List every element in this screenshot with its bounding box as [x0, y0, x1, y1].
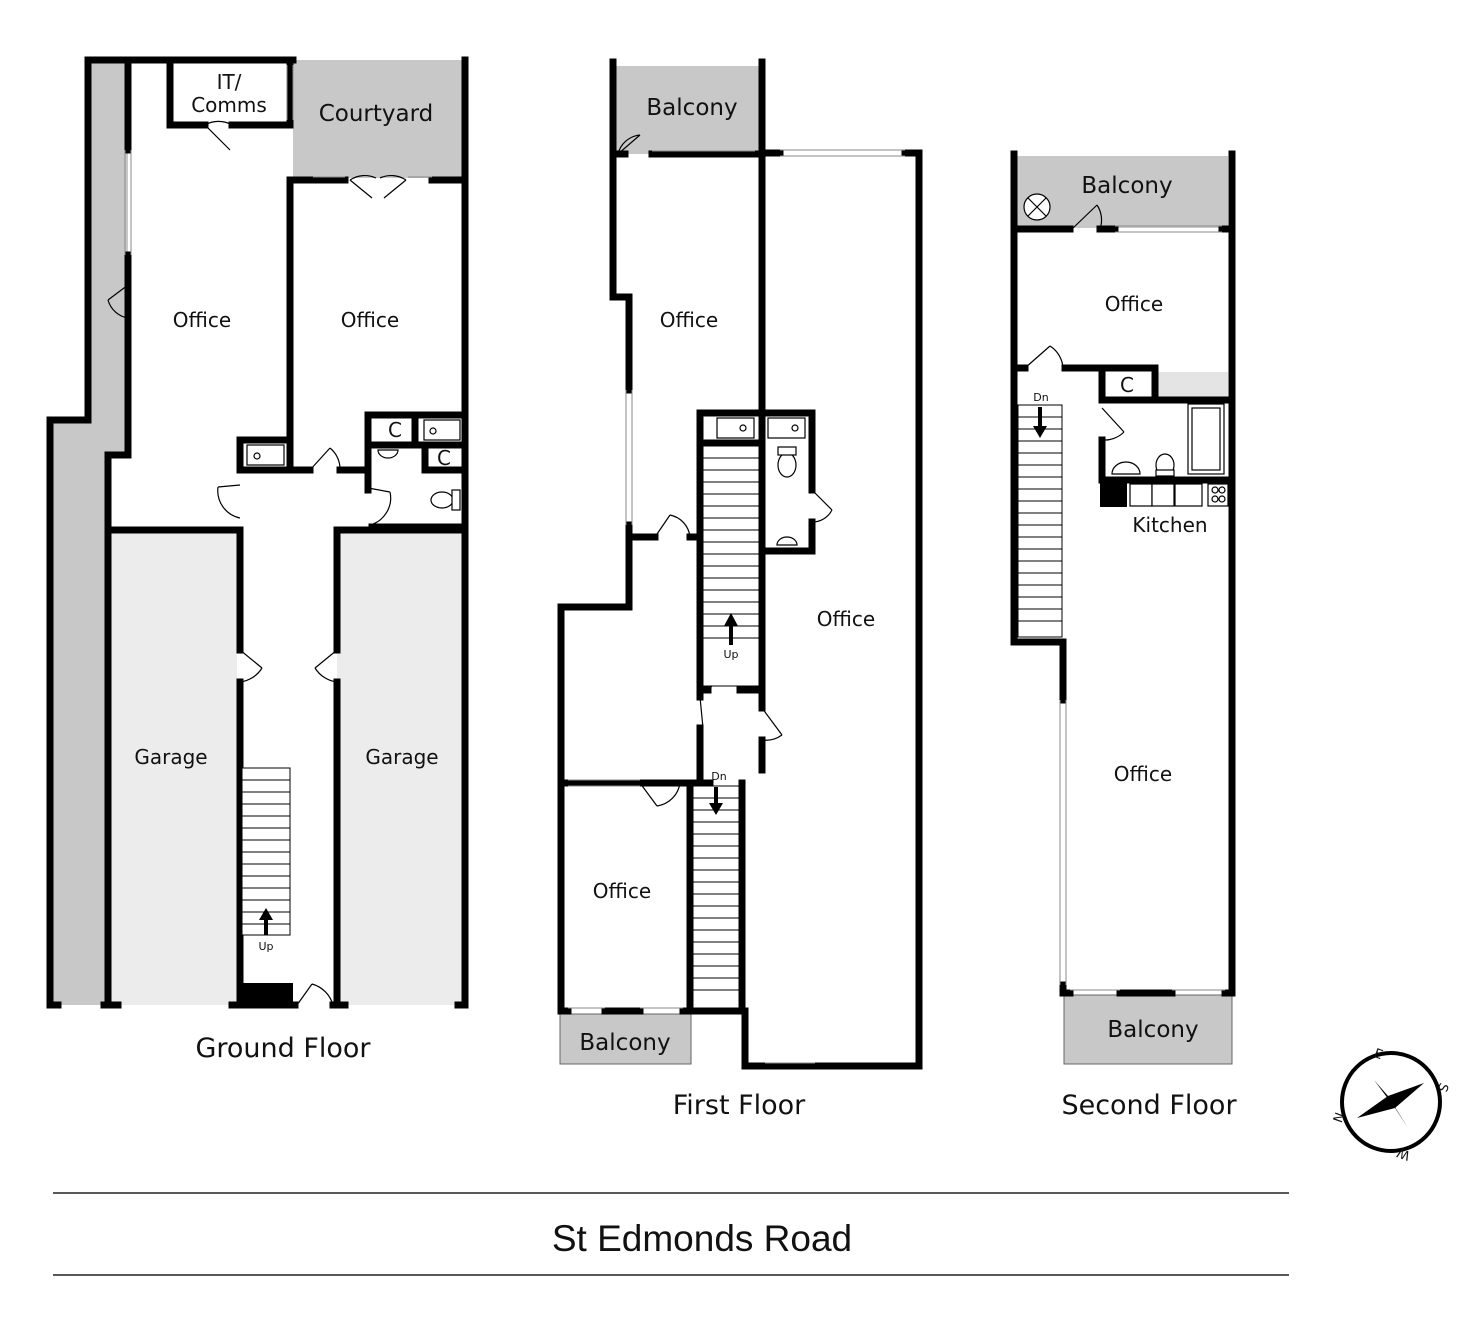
balcony-top-area: [1016, 156, 1228, 228]
first-doors: [617, 134, 833, 807]
front-step: [238, 983, 293, 1007]
balcony-label: Balcony: [646, 95, 737, 121]
second-stairs: [1017, 404, 1063, 638]
road-label: St Edmonds Road: [552, 1218, 852, 1259]
first-floor-plan: Balcony Office Office Office Balcony Up …: [557, 58, 923, 1121]
first-floor-walls: [557, 58, 923, 1070]
down-arrow-icon: [1033, 407, 1047, 438]
balcony-label: Balcony: [1081, 173, 1172, 199]
balcony-label: Balcony: [1107, 1017, 1198, 1043]
office-label: Office: [593, 879, 651, 903]
closet-label: C: [1120, 373, 1134, 397]
ground-fixtures: [246, 419, 461, 511]
second-windows: [1059, 225, 1225, 991]
floor-title: Second Floor: [1061, 1090, 1237, 1121]
compass-icon: N E S W: [1331, 1046, 1451, 1162]
office-label: Office: [173, 308, 231, 332]
stair-down-label: Dn: [711, 770, 726, 783]
floor-title: Ground Floor: [195, 1033, 371, 1064]
up-arrow-icon: [259, 908, 273, 935]
it-comms-label-2: Comms: [191, 93, 267, 117]
appliance-block: [1100, 480, 1127, 507]
balcony-top-area: [616, 66, 761, 154]
first-fixtures: [716, 417, 806, 546]
office-label: Office: [341, 308, 399, 332]
second-floor-walls: [1010, 150, 1236, 997]
garage-label: Garage: [134, 745, 207, 769]
floor-title: First Floor: [673, 1090, 806, 1121]
it-comms-label-1: IT/: [217, 70, 242, 94]
courtyard-area: [293, 60, 465, 178]
compass-w: W: [1395, 1144, 1412, 1163]
stair-down-label: Dn: [1033, 391, 1048, 404]
first-stairs: [692, 445, 760, 1009]
balcony-bottom-area: [1063, 994, 1233, 1065]
storage-area: [1155, 372, 1228, 397]
ground-windows: [124, 65, 432, 255]
kitchen-label: Kitchen: [1132, 513, 1207, 537]
balcony-bottom-area: [559, 1013, 692, 1065]
office-label: Office: [660, 308, 718, 332]
ground-floor-plan: IT/ Comms Courtyard Office Office Garage…: [46, 56, 469, 1064]
stair-up-label: Up: [258, 940, 273, 953]
balcony-label: Balcony: [579, 1030, 670, 1056]
up-arrow-icon: [724, 613, 738, 645]
office-label: Office: [1105, 292, 1163, 316]
compass-n: N: [1331, 1111, 1348, 1125]
garage-label: Garage: [365, 745, 438, 769]
office-label: Office: [1114, 762, 1172, 786]
ground-doors: [107, 120, 407, 1006]
closet-label: C: [388, 418, 402, 442]
courtyard-label: Courtyard: [319, 101, 434, 127]
second-floor-plan: Balcony Office C Kitchen Office Balcony …: [1010, 150, 1237, 1121]
road-banner: St Edmonds Road: [53, 1192, 1289, 1276]
garage-left-area: [110, 530, 237, 1005]
closet-label: C: [437, 446, 451, 470]
side-passage: [50, 60, 128, 1005]
garage-right-area: [337, 530, 464, 1005]
second-fixtures: [1023, 193, 1229, 507]
second-doors: [1024, 204, 1125, 441]
down-arrow-icon: [709, 787, 723, 815]
ground-stairs: [241, 767, 291, 936]
first-windows: [568, 149, 905, 1064]
stair-up-label: Up: [723, 648, 738, 661]
office-label: Office: [817, 607, 875, 631]
